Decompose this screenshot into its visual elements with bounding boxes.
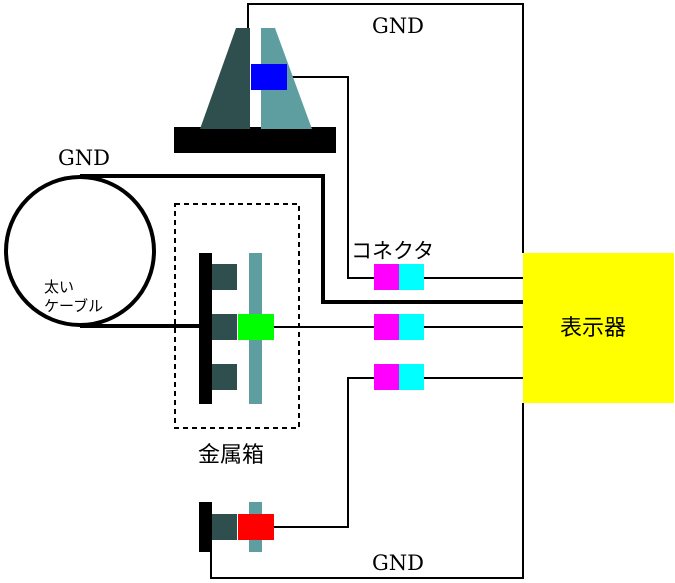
connector-lower-right [399, 364, 424, 390]
pyramid-base [174, 127, 336, 153]
pyramid-left-half [200, 28, 250, 129]
gnd-label-left: GND [58, 146, 110, 170]
bottom-sensor [199, 502, 274, 552]
blue-signal-wire [287, 76, 374, 279]
metal-box-plate [199, 253, 212, 404]
green-sensor [238, 314, 274, 340]
metal-box-label: 金属箱 [198, 443, 264, 468]
connector-middle-right [399, 314, 424, 340]
thick-gnd-wire [80, 174, 523, 304]
pyramid-sensor [174, 28, 336, 153]
gnd-wire-bottom [210, 403, 524, 579]
metal-box-assembly [199, 253, 274, 404]
metal-box-outline [174, 203, 300, 429]
display-label: 表示器 [560, 316, 626, 341]
bottom-sensor-plate [199, 502, 212, 552]
gnd-wire-top [247, 3, 524, 253]
gnd-label-top: GND [372, 14, 424, 38]
connector-middle [374, 314, 424, 340]
cable-label-line2: ケーブル [44, 297, 103, 315]
connector-upper [374, 264, 424, 290]
thick-cable-wires [80, 174, 523, 328]
gnd-label-bottom: GND [372, 551, 424, 575]
wires [210, 3, 524, 579]
connector-lower [374, 364, 424, 390]
display-box [523, 253, 674, 403]
metal-box-block-top [212, 264, 237, 290]
metal-box-block-bottom [212, 364, 237, 390]
connector-middle-left [374, 314, 399, 340]
connector-upper-left [374, 264, 399, 290]
metal-box-block-middle [212, 314, 237, 340]
connector-label: コネクタ [351, 239, 434, 263]
thick-cable-loop [4, 175, 156, 327]
bottom-sensor-block [212, 514, 237, 540]
red-sensor [238, 514, 274, 540]
cable-label-line1: 太い [44, 278, 74, 296]
connector-upper-right [399, 264, 424, 290]
connector-lower-left [374, 364, 399, 390]
red-signal-wire [273, 377, 374, 528]
blue-sensor [251, 64, 287, 90]
